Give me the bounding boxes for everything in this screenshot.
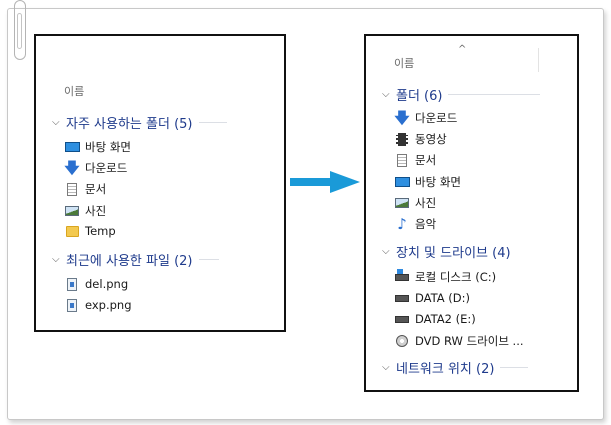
group-divider (448, 94, 541, 95)
group-divider (198, 259, 219, 260)
sort-ascending-icon[interactable]: ^ (458, 44, 467, 55)
folder-icon (65, 225, 79, 237)
list-item[interactable]: DVD RW 드라이브 ... (394, 333, 524, 349)
item-label: exp.png (85, 298, 132, 312)
chevron-down-icon[interactable]: ⌵ (382, 362, 390, 373)
group-header-network[interactable]: ⌵ 네트워크 위치 (2) (382, 358, 529, 377)
list-item[interactable]: DATA2 (E:) (394, 312, 476, 326)
group-header-recent-files[interactable]: ⌵ 최근에 사용한 파일 (2) (52, 250, 219, 269)
group-title: 네트워크 위치 (2) (396, 362, 495, 377)
group-title: 폴더 (6) (396, 89, 443, 104)
list-item[interactable]: del.png (64, 277, 128, 291)
column-divider[interactable] (538, 48, 539, 72)
item-label: 다운로드 (85, 161, 128, 175)
right-arrow-icon (290, 171, 360, 193)
list-item[interactable]: Temp (64, 224, 116, 238)
download-arrow-icon: 🡇 (64, 159, 80, 177)
group-header-drives[interactable]: ⌵ 장치 및 드라이브 (4) (382, 242, 511, 261)
list-item[interactable]: 바탕 화면 (394, 174, 461, 190)
list-item[interactable]: exp.png (64, 298, 132, 312)
column-header-name[interactable]: 이름 (64, 85, 85, 98)
group-divider (198, 122, 227, 123)
document-icon (397, 153, 407, 167)
drive-icon (395, 294, 409, 302)
list-item[interactable]: ♪ 음악 (394, 216, 436, 232)
png-file-icon (67, 277, 77, 291)
group-header-frequent-folders[interactable]: ⌵ 자주 사용하는 폴더 (5) (52, 113, 227, 132)
chevron-down-icon[interactable]: ⌵ (52, 117, 60, 128)
desktop-icon (64, 142, 80, 152)
explorer-panel-before: 이름 ⌵ 자주 사용하는 폴더 (5) 바탕 화면 🡇 다운로드 문서 사진 T… (34, 34, 286, 332)
dvd-drive-icon (396, 335, 408, 347)
list-item[interactable]: DATA (D:) (394, 291, 470, 305)
music-note-icon: ♪ (397, 215, 407, 233)
list-item[interactable]: 🡇 다운로드 (394, 110, 457, 126)
list-item[interactable]: 문서 (64, 181, 106, 197)
explorer-panel-after: ^ 이름 ⌵ 폴더 (6) 🡇 다운로드 동영상 문서 바탕 화면 사진 ♪ 음… (364, 34, 579, 392)
chevron-down-icon[interactable]: ⌵ (52, 254, 60, 265)
png-file-icon (67, 298, 77, 312)
list-item[interactable]: 🡇 다운로드 (64, 160, 127, 176)
video-icon (396, 132, 408, 146)
item-label: 문서 (85, 182, 107, 196)
item-label: 사진 (85, 204, 107, 218)
paper-clip-icon (14, 0, 26, 60)
group-header-folders[interactable]: ⌵ 폴더 (6) (382, 85, 541, 104)
list-item[interactable]: 동영상 (394, 131, 447, 147)
chevron-down-icon[interactable]: ⌵ (382, 89, 390, 100)
picture-icon (395, 198, 409, 208)
list-item[interactable]: 사진 (394, 195, 436, 211)
group-title: 최근에 사용한 파일 (2) (66, 254, 193, 269)
item-label: 로컬 디스크 (C:) (415, 270, 497, 284)
drive-icon (395, 315, 409, 323)
list-item[interactable]: 문서 (394, 152, 436, 168)
group-title: 장치 및 드라이브 (4) (396, 246, 511, 261)
item-label: DATA (D:) (415, 291, 470, 305)
item-label: DATA2 (E:) (415, 312, 476, 326)
item-label: 음악 (415, 217, 437, 231)
document-icon (67, 182, 77, 196)
desktop-icon (394, 177, 410, 187)
item-label: 사진 (415, 196, 437, 210)
list-item[interactable]: 바탕 화면 (64, 139, 131, 155)
list-item[interactable]: 로컬 디스크 (C:) (394, 268, 497, 285)
chevron-down-icon[interactable]: ⌵ (382, 246, 390, 257)
group-title: 자주 사용하는 폴더 (5) (66, 117, 193, 132)
item-label: 문서 (415, 153, 437, 167)
item-label: 바탕 화면 (85, 140, 131, 154)
list-item[interactable]: 사진 (64, 203, 106, 219)
group-divider (500, 367, 529, 368)
item-label: Temp (85, 224, 116, 238)
item-label: del.png (85, 277, 129, 291)
item-label: DVD RW 드라이브 ... (415, 334, 524, 348)
item-label: 다운로드 (415, 111, 458, 125)
system-drive-icon (395, 268, 409, 281)
item-label: 바탕 화면 (415, 175, 461, 189)
picture-icon (65, 206, 79, 216)
column-header-name[interactable]: 이름 (394, 57, 415, 70)
item-label: 동영상 (415, 132, 447, 146)
download-arrow-icon: 🡇 (394, 109, 410, 127)
